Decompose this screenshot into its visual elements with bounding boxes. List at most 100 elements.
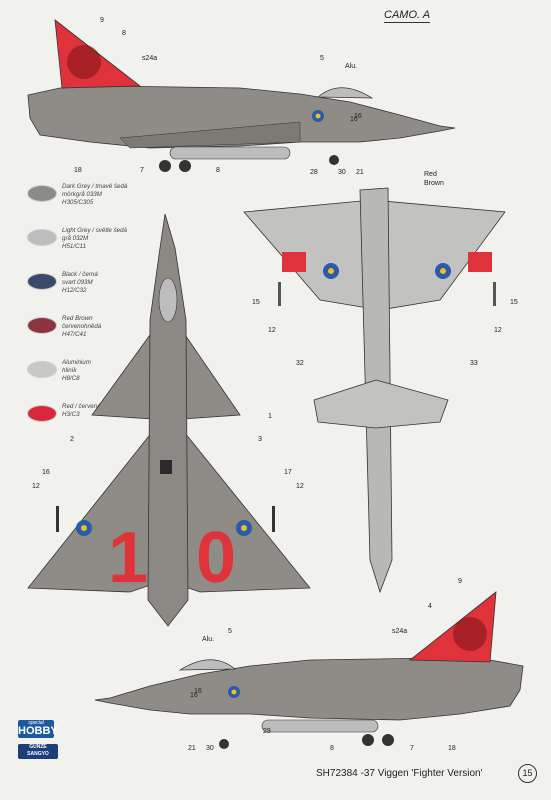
callout-top-plan: 12 (296, 483, 304, 490)
underside-view-roundel-crown (328, 268, 334, 274)
legend-swatch (28, 318, 56, 333)
side-view-top-wheel (329, 155, 339, 165)
callout-underside: 12 (268, 327, 276, 334)
legend-line: Black / černá (62, 271, 98, 278)
callout-bottom-side: Alu. (202, 636, 214, 643)
legend-swatch (28, 274, 56, 289)
callout-top-side: 7 (140, 167, 144, 174)
callout-bottom-side: 29 (263, 728, 271, 735)
side-view-top-wheel (179, 160, 191, 172)
callout-top-side: 30 (338, 169, 346, 176)
legend-line: H3/C3 (62, 411, 80, 418)
callout-bottom-side: 18 (448, 745, 456, 752)
callout-top-side: Alu. (345, 63, 357, 70)
callout-bottom-side: s24a (392, 628, 407, 635)
footer-title: SH72384 -37 Viggen 'Fighter Version' (316, 768, 483, 779)
callout-top-side: 21 (356, 169, 364, 176)
side-view-bottom-roundel-crown (231, 689, 237, 695)
top-plan-view-fuselage (147, 213, 189, 627)
legend-line: mörkgrå 033M (62, 191, 102, 198)
callout-top-plan: 3 (258, 436, 262, 443)
legend-swatch (28, 362, 56, 377)
legend-line: hliník (62, 367, 77, 374)
legend-swatch (28, 406, 56, 421)
callout-top-plan: 2 (70, 436, 74, 443)
underside-view-missile (278, 282, 281, 306)
callout-top-plan: 16 (42, 469, 50, 476)
callout-underside: 12 (494, 327, 502, 334)
callout-bottom-side: 7 (410, 745, 414, 752)
callout-underside: Brown (424, 180, 444, 187)
legend-line: grå 032M (62, 235, 89, 242)
legend-line: H51/C11 (62, 243, 86, 250)
callout-top-side: 9 (100, 17, 104, 24)
underside-view-canard (313, 379, 449, 429)
callout-bottom-side: 16 (194, 688, 202, 695)
kit-code: SH72384 (316, 768, 358, 779)
callout-top-side: 28 (310, 169, 318, 176)
top-plan-view-missile (272, 506, 275, 532)
side-view-bottom-wheel (362, 734, 374, 746)
legend-line: svart 093M (62, 279, 93, 286)
legend-line: H12/C32 (62, 287, 87, 294)
underside-view-red-panel (468, 252, 492, 272)
legend-line: Aluminium (62, 359, 91, 366)
legend-line: Red / červená (62, 403, 101, 410)
legend-line: H47/C41 (62, 331, 87, 338)
callout-top-plan: 17 (284, 469, 292, 476)
underside-view-red-panel (282, 252, 306, 272)
callout-top-side: s24a (142, 55, 157, 62)
top-plan-view: 1 0 (27, 213, 311, 627)
callout-underside: Red (424, 171, 437, 178)
callout-top-side: 8 (122, 30, 126, 37)
page-number: 15 (518, 764, 537, 783)
callout-underside: 15 (252, 299, 260, 306)
side-view-bottom-tail-emblem (453, 617, 487, 651)
callout-bottom-side: 30 (206, 745, 214, 752)
callout-top-side: 16 (354, 113, 362, 120)
side-view-top-roundel-crown (315, 113, 321, 119)
side-view-top-wing (119, 121, 301, 149)
legend-line: H305/C305 (62, 199, 94, 206)
legend-line: Light Grey / světle šedá (62, 227, 128, 234)
special-hobby-logo: special HOBBY (18, 720, 58, 738)
legend-line: Dark Grey / tmavě šedá (62, 183, 128, 190)
underside-view (243, 187, 506, 594)
top-plan-view-wing-code-left: 1 (108, 518, 148, 598)
callout-bottom-side: 9 (458, 578, 462, 585)
legend-swatch (28, 230, 56, 245)
camo-label: CAMO. A (384, 9, 431, 23)
aircraft-title: -37 Viggen 'Fighter Version' (360, 768, 483, 779)
callout-top-plan: 1 (268, 413, 272, 420)
side-view-top-fuselage (27, 85, 456, 149)
underside-view-roundel-crown (440, 268, 446, 274)
side-view-bottom-tail-number: 16 (190, 692, 198, 699)
callout-underside: 33 (470, 360, 478, 367)
side-view-top-tail-emblem (67, 45, 101, 79)
callout-top-side: 5 (320, 55, 324, 62)
side-view-top-canopy (317, 87, 374, 99)
side-view-bottom-drop-tank (261, 719, 379, 733)
callout-bottom-side: 8 (330, 745, 334, 752)
side-view-top: 16 (27, 19, 456, 172)
legend-swatch (28, 186, 56, 201)
side-view-top-tail-number: 16 (350, 116, 358, 123)
legend-line: H8/C8 (62, 375, 80, 382)
legend-line: červenohnědá (62, 323, 102, 330)
side-view-bottom: 16 (94, 591, 524, 749)
top-plan-view-roundel-crown (81, 525, 87, 531)
callout-top-side: 8 (216, 167, 220, 174)
side-view-bottom-canopy (178, 659, 236, 671)
top-plan-view-black-panel (160, 460, 172, 474)
top-plan-view-wing-code-right: 0 (196, 518, 236, 598)
